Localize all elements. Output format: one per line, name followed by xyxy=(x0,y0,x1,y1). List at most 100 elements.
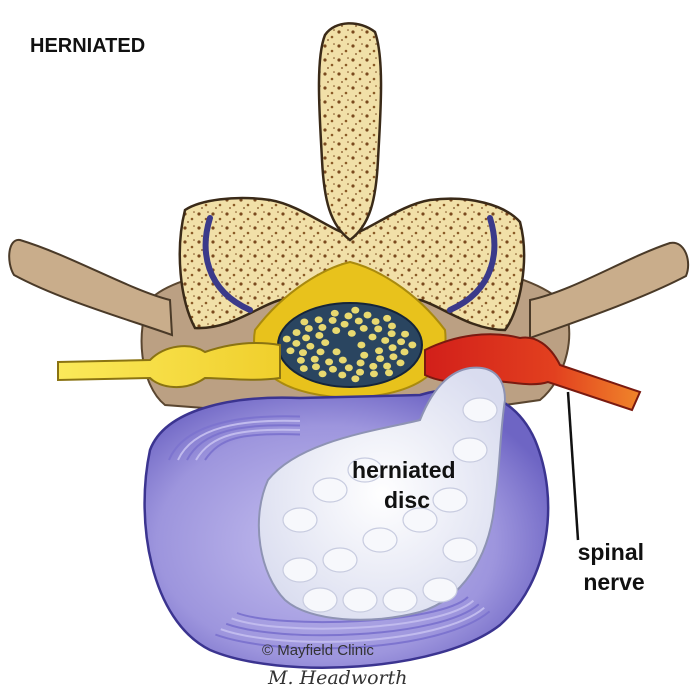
nucleus-blob xyxy=(282,557,318,583)
nucleus-blob xyxy=(422,577,458,603)
rootlet xyxy=(321,339,330,347)
nucleus-blob xyxy=(462,397,498,423)
rootlet xyxy=(408,341,417,349)
annulus-ring xyxy=(204,433,469,624)
left-transverse-process xyxy=(8,238,174,337)
rootlet xyxy=(401,330,410,338)
rootlet xyxy=(385,369,394,377)
copyright-credit: © Mayfield Clinic xyxy=(262,642,374,659)
rootlet xyxy=(299,365,308,372)
rootlet xyxy=(359,324,368,332)
rootlet xyxy=(328,365,337,373)
spinal-nerve-leader xyxy=(566,391,580,541)
rootlet xyxy=(376,355,385,362)
rootlet xyxy=(344,364,353,372)
rootlet xyxy=(371,318,380,325)
rootlet xyxy=(356,359,365,367)
rootlet xyxy=(310,355,319,363)
diagram-title: HERNIATED xyxy=(30,35,145,57)
rootlet xyxy=(383,314,392,322)
rootlet xyxy=(302,334,311,342)
nucleus-blob xyxy=(342,587,378,613)
nucleus-blob xyxy=(402,507,438,533)
rootlet xyxy=(316,348,325,356)
rootlet xyxy=(306,342,315,350)
rootlet xyxy=(304,325,313,332)
nucleus-blob xyxy=(282,507,318,533)
rootlet xyxy=(351,306,360,314)
right-ligament-band xyxy=(447,215,498,313)
nucleus-blob xyxy=(452,437,488,463)
rootlet xyxy=(328,317,337,324)
nucleus-blob xyxy=(322,547,358,573)
annulus-ring xyxy=(195,428,475,630)
rootlet xyxy=(381,337,390,344)
rootlet xyxy=(332,348,341,356)
nucleus-blob xyxy=(302,587,338,613)
rootlet xyxy=(318,324,327,331)
rootlet xyxy=(325,358,334,366)
rootlet xyxy=(286,347,295,355)
rootlet xyxy=(369,362,378,370)
rootlet xyxy=(338,356,347,364)
rootlet xyxy=(388,344,397,352)
rootlet xyxy=(314,316,323,324)
rootlet xyxy=(396,359,405,367)
nucleus-blob xyxy=(362,527,398,553)
rootlet xyxy=(315,332,324,339)
rootlet xyxy=(354,317,363,325)
rootlet xyxy=(374,325,383,333)
rootlet xyxy=(356,368,365,376)
herniated-disc-label-line1: herniated xyxy=(352,457,456,483)
spinous-process xyxy=(317,22,383,242)
spinal-nerve-label-line2: nerve xyxy=(583,569,644,595)
rootlet xyxy=(332,327,341,334)
rootlet xyxy=(282,335,291,343)
annulus-ring xyxy=(168,415,491,650)
rootlet xyxy=(400,348,409,356)
rootlet xyxy=(363,311,372,319)
rootlet xyxy=(389,353,398,361)
herniated-disc xyxy=(257,366,507,621)
annulus-ring xyxy=(177,419,485,643)
nucleus-blob xyxy=(347,457,383,483)
rootlet xyxy=(368,333,377,341)
rootlet xyxy=(340,320,349,328)
rootlet xyxy=(360,351,369,359)
right-transverse-process xyxy=(529,241,690,340)
rootlet xyxy=(357,341,366,349)
rootlet xyxy=(338,371,347,379)
nucleus-blob xyxy=(312,477,348,503)
spinal-nerve-label: spinal nerve xyxy=(578,539,651,595)
rootlet xyxy=(344,312,353,320)
rootlet xyxy=(383,362,392,370)
rootlet xyxy=(397,338,406,346)
rootlet xyxy=(311,363,320,371)
rootlet xyxy=(351,375,360,383)
herniated-disc-label: herniated disc xyxy=(352,457,462,513)
nucleus-texture xyxy=(282,397,498,613)
rootlet xyxy=(387,330,396,338)
spinal-nerve-label-line1: spinal xyxy=(578,539,644,565)
rootlet xyxy=(369,370,378,378)
artist-signature: M. Headworth xyxy=(267,667,408,689)
cord-rootlets xyxy=(282,306,417,383)
nucleus-blob xyxy=(442,537,478,563)
rootlet xyxy=(347,329,356,337)
rootlet xyxy=(375,347,384,355)
annulus-ring xyxy=(186,424,480,637)
rootlet xyxy=(296,356,305,364)
rootlet xyxy=(300,318,309,326)
rootlet xyxy=(292,339,301,347)
annulus-rings xyxy=(168,415,491,650)
left-ligament-band xyxy=(202,215,253,313)
left-spinal-nerve xyxy=(57,342,281,388)
rootlet xyxy=(318,370,327,378)
nucleus-blob xyxy=(432,487,468,513)
nucleus-blob xyxy=(382,587,418,613)
rootlet xyxy=(330,309,339,317)
rootlet xyxy=(298,349,307,357)
herniated-disc-label-line2: disc xyxy=(384,487,430,513)
